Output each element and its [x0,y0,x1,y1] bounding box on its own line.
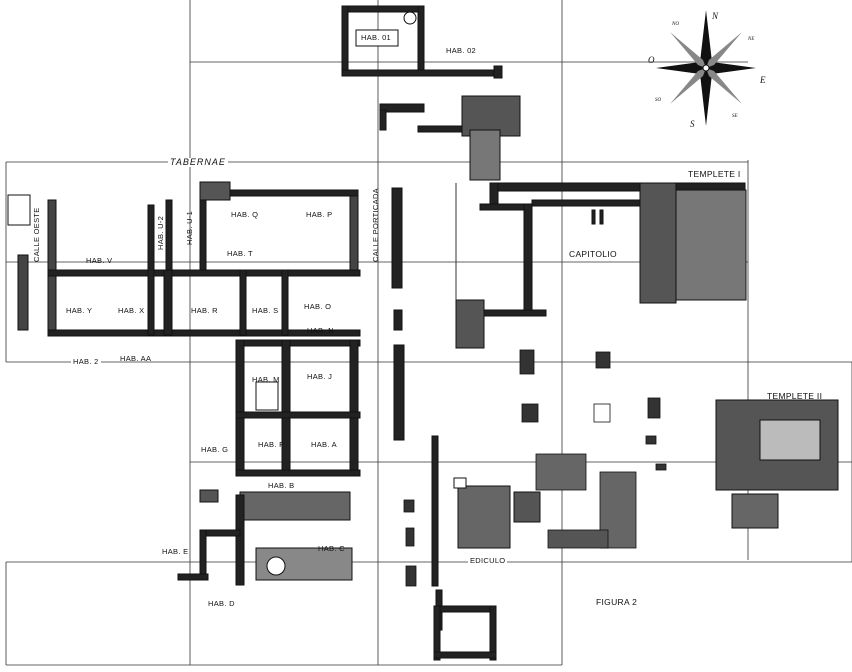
label-hab-aa: HAB. AA [120,354,152,363]
compass-label-n: N [712,11,719,21]
label-hab-n: HAB. N [307,326,334,335]
label-hab-e: HAB. E [162,547,189,556]
label-hab-y: HAB. Y [66,306,93,315]
label-hab-01: HAB. 01 [361,33,392,42]
compass-label-o: O [648,55,655,65]
tabernae-structure [7,181,361,337]
calle-porticada-columns [391,187,443,631]
scattered-remains [403,349,667,587]
label-hab-u1: HAB. U-1 [185,210,194,245]
southwest-rooms-structure [177,489,353,586]
label-hab-c: HAB. C [318,544,345,553]
compass-label-ne: NE [748,37,755,42]
label-hab-f: HAB. F [258,440,284,449]
label-hab-u2: HAB. U-2 [156,215,165,250]
compass-label-so: SO [655,98,662,103]
compass-label-e: E [760,75,766,85]
label-hab-a: HAB. A [311,440,337,449]
compass-label-s: S [690,119,695,129]
label-hab-x: HAB. X [118,306,145,315]
label-capitolio: CAPITOLIO [569,249,617,259]
label-calle-oeste: CALLE OESTE [32,207,41,262]
label-hab-s: HAB. S [252,306,279,315]
hab-01-structure [341,5,503,79]
compass-label-no: NO [672,22,679,27]
label-hab-q: HAB. Q [231,210,259,219]
corridor-structure [379,95,521,181]
label-hab-j: HAB. J [307,372,333,381]
label-hab-t: HAB. T [227,249,253,258]
label-ediculo: EDICULO [468,556,508,565]
label-hab-p: HAB. P [306,210,333,219]
templete-ii-structure [715,399,839,529]
compass-label-se: SE [732,114,738,119]
ediculo-structure [433,477,541,661]
capitolio-structure [455,182,747,349]
label-hab-2: HAB. 2 [71,357,101,366]
label-figura: FIGURA 2 [596,597,638,607]
label-calle-porticada: CALLE PORTICADA [371,188,380,262]
label-templete-i: TEMPLETE I [686,169,743,179]
label-hab-d: HAB. D [208,599,235,608]
label-templete-ii: TEMPLETE II [767,391,823,401]
central-rooms-structure [235,339,361,477]
compass-rose [656,10,756,126]
label-hab-g: HAB. G [201,445,229,454]
label-hab-o: HAB. O [304,302,332,311]
label-hab-b: HAB. B [268,481,295,490]
label-hab-r: HAB. R [191,306,218,315]
label-hab-02: HAB. 02 [446,46,477,55]
survey-grid [5,0,852,666]
label-tabernae: TABERNAE [168,157,228,167]
label-hab-v: HAB. V [86,256,113,265]
label-hab-m: HAB. M [252,375,280,384]
